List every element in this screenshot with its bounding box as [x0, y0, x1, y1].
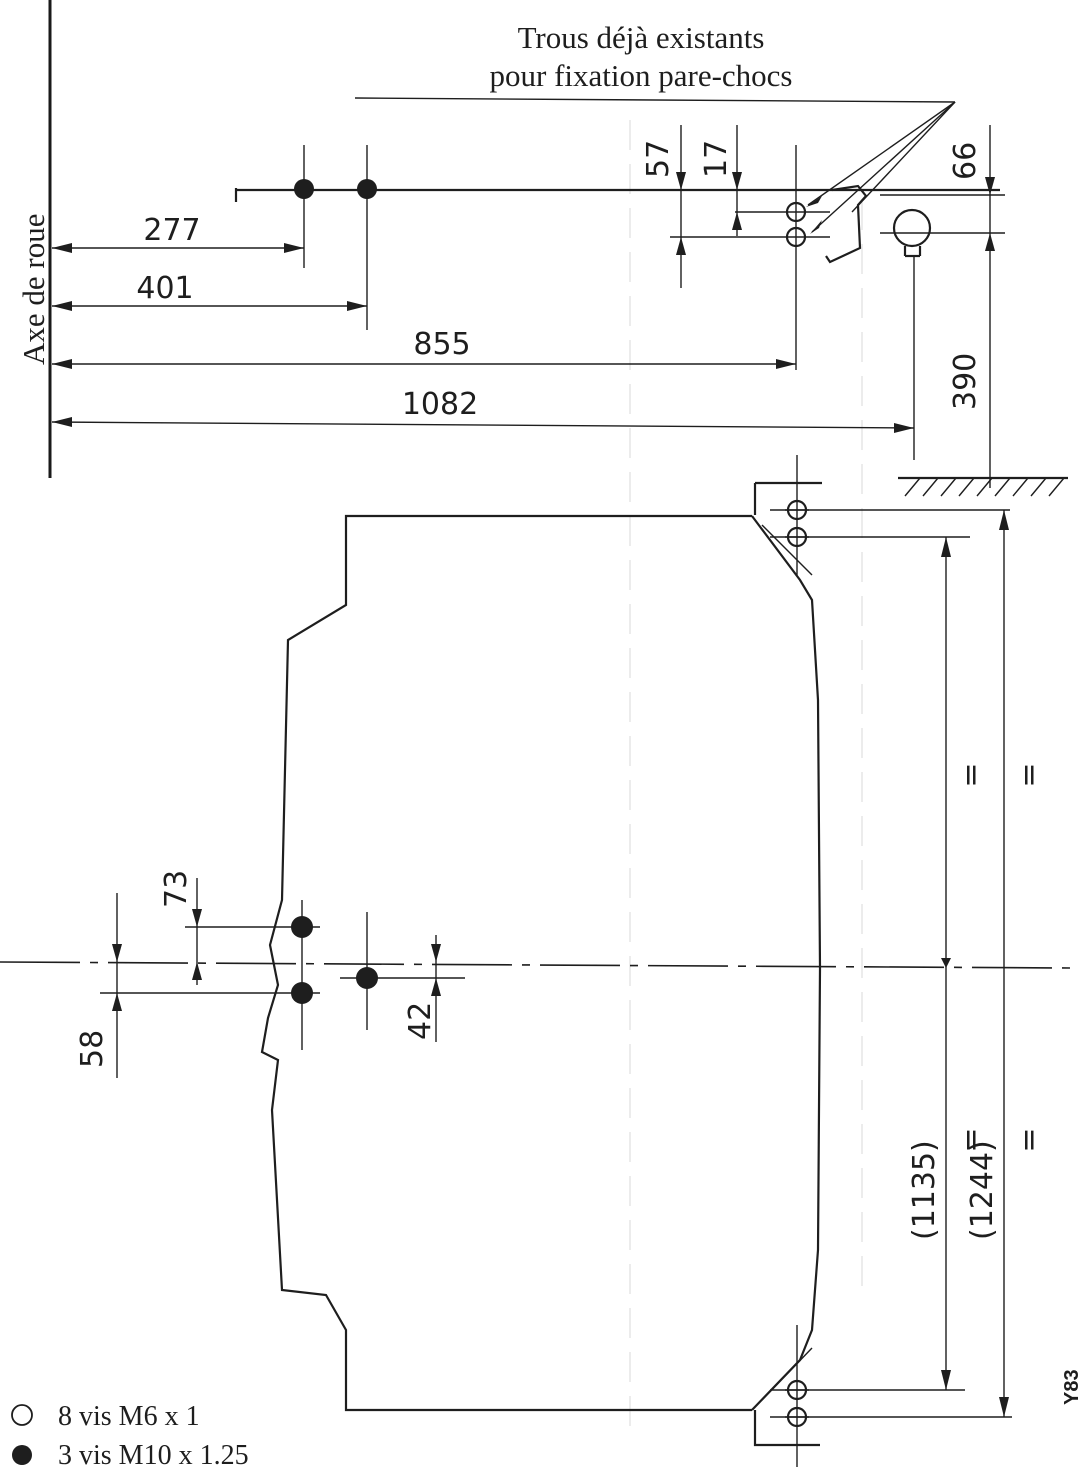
legend-open-label: 8 vis M6 x 1 — [58, 1401, 200, 1432]
open-hole-top-1 — [785, 201, 807, 223]
leader-1 — [807, 101, 956, 206]
dim-401-arrow-b — [347, 301, 367, 311]
bracket-bottom-bevel — [761, 1347, 813, 1401]
dim-1244-label: (1244) — [965, 1140, 1000, 1240]
dim-1244-equal-top: = — [1012, 762, 1047, 787]
dim-17-arrow-a — [732, 172, 742, 190]
filled-hole-4 — [291, 982, 313, 1004]
dim-401-arrow-a — [52, 301, 72, 311]
dim-58-arrow-a — [112, 944, 122, 962]
dim-42-label: 42 — [403, 1002, 438, 1040]
panel-outline-left — [260, 514, 752, 1412]
leader-2 — [811, 101, 956, 233]
dim-1082-arrow-a — [52, 417, 72, 427]
leader-3 — [851, 101, 956, 213]
annotation-underline — [354, 97, 956, 103]
dim-1135-label: (1135) — [907, 1140, 942, 1240]
dim-277-arrow-a — [52, 243, 72, 253]
dim-390-label: 390 — [948, 353, 983, 410]
dim-1082-label: 1082 — [402, 387, 478, 422]
open-holes-bracket-top — [785, 499, 809, 548]
dim-1135-center-tick — [941, 958, 951, 968]
leader-arrow-2 — [810, 220, 822, 234]
legend-filled-hole-icon — [12, 1445, 32, 1465]
dim-277-label: 277 — [143, 213, 200, 248]
dim-42-arrow-b — [431, 978, 441, 996]
tow-eye — [892, 208, 932, 248]
dim-1135-equal-top: = — [954, 762, 989, 787]
bracket-bottom-rim — [753, 1410, 820, 1447]
dim-73-arrow-a — [192, 909, 202, 927]
center-line — [0, 961, 1071, 969]
dim-1135-arrow-a — [941, 537, 951, 557]
dim-58-arrow-b — [112, 993, 122, 1011]
legend-filled-label: 3 vis M10 x 1.25 — [58, 1440, 249, 1467]
leader-arrow-1 — [806, 196, 822, 207]
dim-42-arrow-a — [431, 944, 441, 962]
bracket-top-bevel — [761, 524, 813, 576]
legend-open-hole-icon — [11, 1404, 33, 1426]
figure-code: Y83 — [1061, 1369, 1083, 1405]
dim-855-arrow-b — [776, 359, 796, 369]
dim-17-arrow-b — [732, 212, 742, 230]
dim-1135-equal-bottom: = — [954, 1127, 989, 1152]
dim-73-arrow-b — [192, 962, 202, 980]
annotation-line-2: pour fixation pare-chocs — [490, 58, 793, 93]
dim-57-arrow-a — [676, 172, 686, 190]
dim-1082-arrow-b — [894, 423, 914, 433]
dim-57-arrow-b — [676, 237, 686, 255]
dim-66-arrow-b — [985, 233, 995, 251]
panel-outline-right — [751, 515, 822, 1411]
filled-hole-1 — [294, 179, 314, 199]
dim-17-label: 17 — [699, 140, 734, 178]
ground-hatching — [904, 477, 1065, 497]
bumper-bracket-profile — [825, 184, 868, 264]
dim-73-label: 73 — [159, 870, 194, 908]
dim-1244-equal-bottom: = — [1012, 1127, 1047, 1152]
open-hole-top-2 — [785, 226, 807, 248]
dim-1082-line — [51, 421, 915, 429]
dim-57-label: 57 — [641, 140, 676, 178]
wheel-axis-label: Axe de roue — [16, 214, 51, 366]
dim-58-label: 58 — [75, 1030, 110, 1068]
dim-1244-arrow-b — [999, 1397, 1009, 1417]
dim-855-label: 855 — [413, 327, 470, 362]
dim-401-label: 401 — [136, 271, 193, 306]
dim-855-arrow-a — [52, 359, 72, 369]
filled-hole-3 — [291, 916, 313, 938]
open-holes-bracket-bottom — [785, 1379, 809, 1428]
filled-hole-5 — [356, 967, 378, 989]
dim-66-arrow-a — [985, 177, 995, 195]
dim-66-label: 66 — [948, 142, 983, 180]
dim-277-arrow-b — [284, 243, 304, 253]
filled-hole-2 — [357, 179, 377, 199]
dim-1135-arrow-b — [941, 1370, 951, 1390]
dim-1244-arrow-a — [999, 510, 1009, 530]
annotation-line-1: Trous déjà existants — [518, 20, 765, 55]
